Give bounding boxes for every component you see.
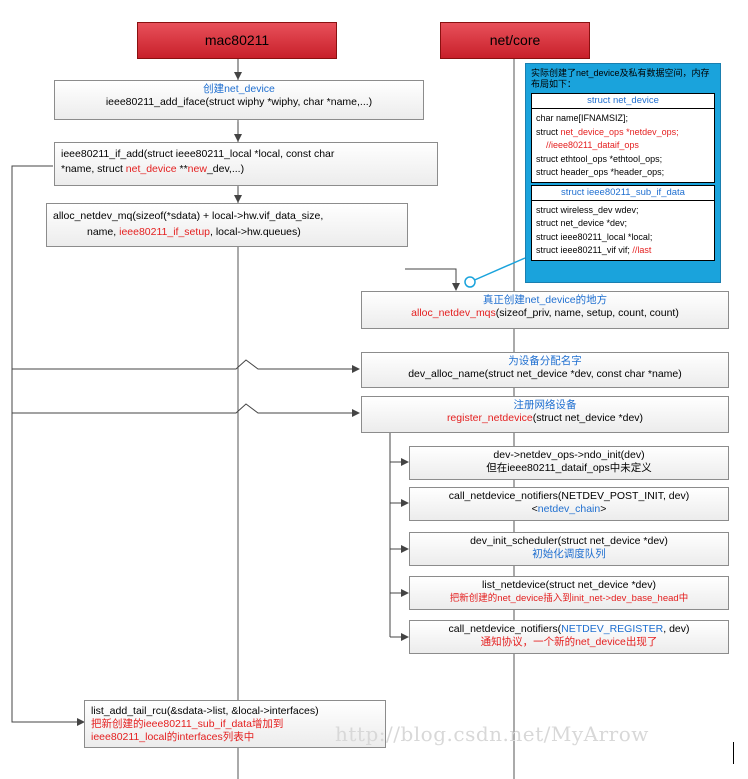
box-add-iface-text: ieee80211_add_iface(struct wiphy *wiphy,…: [105, 96, 373, 108]
struct-net-device-row-ops-comment: //ieee80211_dataif_ops: [546, 140, 639, 150]
memory-layout-caption: 实际创建了net_device及私有数据空间，内存布局如下：: [531, 68, 710, 89]
box-list-netdevice-line1: list_netdevice(struct net_device *dev): [482, 579, 656, 591]
struct-net-device-row-ethtool: struct ethtool_ops *ethtool_ops;: [536, 153, 663, 164]
arrow-to-dev-alloc-name: [12, 359, 360, 373]
box-alloc-netdev-mq: alloc_netdev_mq(sizeof(*sdata) + local->…: [46, 203, 408, 247]
struct-sub-if-data-title: struct ieee80211_sub_if_data: [532, 186, 714, 201]
box-list-add-tail-line2: 把新创建的ieee80211_sub_if_data增加到: [91, 718, 284, 730]
callout-anchor: [464, 276, 476, 288]
box-alloc-netdev-mq-line2: name, ieee80211_if_setup, local->hw.queu…: [87, 226, 301, 238]
box-add-iface-note: 创建net_device: [203, 83, 275, 95]
box-post-init: call_netdevice_notifiers(NETDEV_POST_INI…: [409, 487, 729, 521]
struct-net-device-row-ops: struct net_device_ops *netdev_ops;: [536, 126, 679, 137]
box-if-add-line1: ieee80211_if_add(struct ieee80211_local …: [61, 148, 335, 160]
box-alloc-netdev-mqs-text: alloc_netdev_mqs(sizeof_priv, name, setu…: [411, 307, 679, 319]
box-dev-alloc-name: 为设备分配名字 dev_alloc_name(struct net_device…: [361, 352, 729, 388]
callout-line: [469, 257, 526, 283]
box-dev-alloc-name-text: dev_alloc_name(struct net_device *dev, c…: [408, 368, 682, 380]
struct-net-device-row-header: struct header_ops *header_ops;: [536, 167, 665, 177]
box-list-add-tail-line1: list_add_tail_rcu(&sdata->list, &local->…: [91, 705, 319, 717]
box-post-init-line2: <netdev_chain>: [531, 503, 607, 515]
struct-net-device-row-name: char name[IFNAMSIZ];: [536, 113, 629, 123]
arrow-to-register-netdevice: [12, 403, 360, 417]
struct-net-device-title: struct net_device: [532, 94, 714, 109]
box-netdev-register-line1: call_netdevice_notifiers(NETDEV_REGISTER…: [448, 623, 690, 635]
box-alloc-netdev-mqs-note: 真正创建net_device的地方: [482, 294, 608, 306]
struct-sub-if-data-block: struct ieee80211_sub_if_data struct wire…: [531, 184, 715, 261]
box-dev-alloc-name-note: 为设备分配名字: [508, 355, 582, 367]
box-register-netdevice: 注册网络设备 register_netdevice(struct net_dev…: [361, 396, 729, 433]
struct-net-device-block: struct net_device char name[IFNAMSIZ]; s…: [531, 93, 715, 183]
box-init-scheduler-line2: 初始化调度队列: [532, 548, 606, 560]
arrow-to-alloc-netdev-mqs: [405, 268, 460, 291]
lane-header-mac80211: mac80211: [137, 22, 337, 59]
box-netdev-register-line2: 通知协议，一个新的net_device出现了: [480, 636, 658, 648]
lane-header-netcore: net/core: [440, 22, 590, 59]
box-ndo-init-line2: 但在ieee80211_dataif_ops中未定义: [486, 462, 652, 474]
box-list-add-tail-line3: ieee80211_local的interfaces列表中: [91, 731, 255, 743]
box-init-scheduler: dev_init_scheduler(struct net_device *de…: [409, 532, 729, 566]
box-post-init-line1: call_netdevice_notifiers(NETDEV_POST_INI…: [448, 490, 690, 502]
box-netdev-register: call_netdevice_notifiers(NETDEV_REGISTER…: [409, 620, 729, 654]
box-add-iface: 创建net_device ieee80211_add_iface(struct …: [54, 80, 424, 120]
box-ndo-init-line1: dev->netdev_ops->ndo_init(dev): [493, 449, 645, 461]
box-list-netdevice-line2: 把新创建的net_device插入到init_net->dev_base_hea…: [449, 593, 689, 604]
watermark-text: http://blog.csdn.net/MyArrow: [335, 722, 649, 746]
arrow-to-list-add-tail: [11, 165, 85, 726]
box-list-add-tail: list_add_tail_rcu(&sdata->list, &local->…: [84, 700, 386, 748]
box-alloc-netdev-mqs: 真正创建net_device的地方 alloc_netdev_mqs(sizeo…: [361, 291, 729, 329]
memory-layout-note: 实际创建了net_device及私有数据空间，内存布局如下： struct ne…: [525, 63, 721, 283]
box-ndo-init: dev->netdev_ops->ndo_init(dev) 但在ieee802…: [409, 446, 729, 480]
box-register-netdevice-text: register_netdevice(struct net_device *de…: [446, 412, 644, 424]
box-list-netdevice: list_netdevice(struct net_device *dev) 把…: [409, 576, 729, 610]
struct-sub-if-data-row-vif: struct ieee80211_vif vif; //last: [536, 245, 652, 255]
box-alloc-netdev-mq-line1: alloc_netdev_mq(sizeof(*sdata) + local->…: [53, 210, 324, 222]
text-cursor: [733, 742, 734, 764]
struct-sub-if-data-row-dev: struct net_device *dev;: [536, 218, 628, 228]
struct-sub-if-data-row-local: struct ieee80211_local *local;: [536, 231, 653, 242]
box-init-scheduler-line1: dev_init_scheduler(struct net_device *de…: [470, 535, 668, 547]
box-if-add-line2: *name, struct net_device **new_dev,...): [61, 163, 245, 175]
box-register-netdevice-note: 注册网络设备: [513, 399, 577, 411]
box-if-add: ieee80211_if_add(struct ieee80211_local …: [54, 142, 438, 186]
struct-sub-if-data-row-wdev: struct wireless_dev wdev;: [536, 204, 639, 215]
